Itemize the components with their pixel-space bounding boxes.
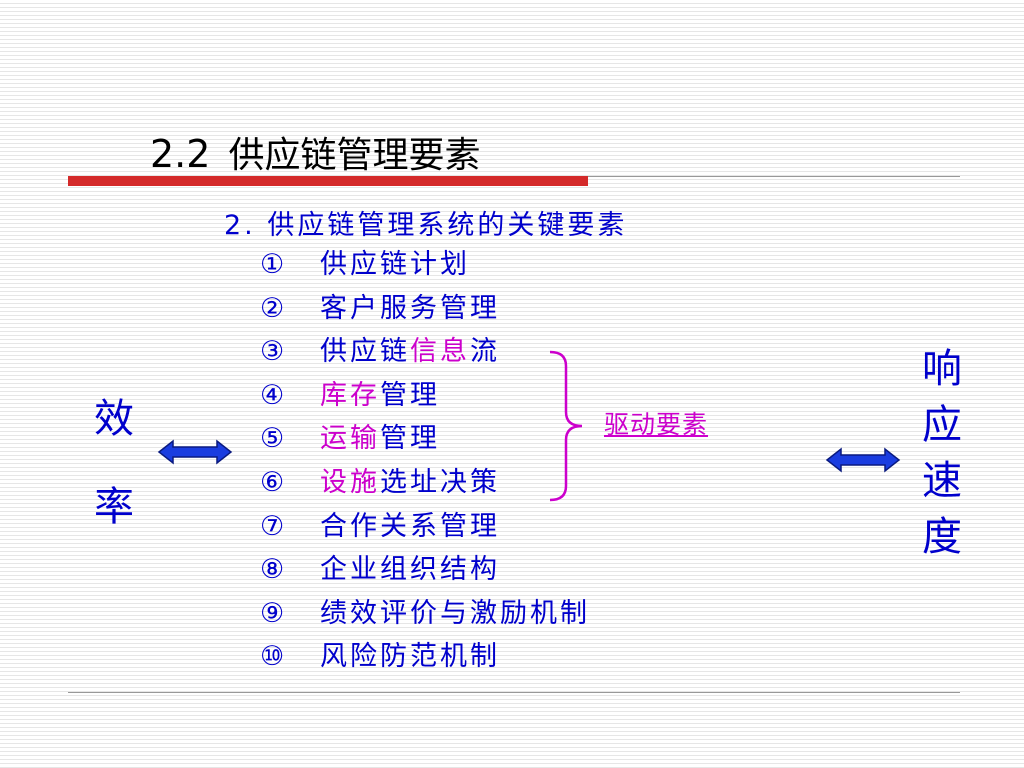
double-arrow-icon <box>825 447 901 473</box>
driver-label: 驱动要素 <box>604 410 709 439</box>
efficiency-char: 效 <box>94 396 134 442</box>
response-char: 响 <box>922 346 962 392</box>
right-brace <box>549 350 583 502</box>
item-marker: ⑩ <box>260 641 288 673</box>
item-text-highlight: 设施 <box>320 467 380 498</box>
bottom-rule <box>68 692 960 693</box>
slide-title: 2.2 供应链管理要素 <box>150 126 480 178</box>
item-text: 选址决策 <box>380 467 500 498</box>
list-item: ⑤ 运输管理 <box>260 419 440 459</box>
item-text: 客户服务管理 <box>320 292 500 324</box>
item-marker: ① <box>260 249 288 280</box>
item-marker: ④ <box>260 379 288 411</box>
item-text: 供应链 <box>320 336 410 368</box>
item-marker: ⑤ <box>260 423 288 455</box>
title-text: 供应链管理要素 <box>228 135 481 176</box>
response-char: 速 <box>922 458 962 504</box>
item-marker: ② <box>260 292 288 324</box>
title-number: 2.2 <box>150 132 211 176</box>
item-text: 供应链计划 <box>320 249 470 280</box>
item-text: 合作关系管理 <box>320 510 500 542</box>
item-text: 流 <box>470 336 500 368</box>
item-marker: ⑨ <box>260 597 288 629</box>
item-text: 管理 <box>380 379 440 411</box>
title-red-bar <box>68 176 588 186</box>
list-item: ④ 库存管理 <box>260 376 440 416</box>
response-char: 度 <box>922 514 962 560</box>
list-item: ⑥ 设施选址决策 <box>260 463 500 503</box>
item-text-highlight: 信息 <box>410 336 470 368</box>
item-marker: ③ <box>260 336 288 368</box>
item-marker: ⑥ <box>260 467 288 498</box>
list-item: ⑦ 合作关系管理 <box>260 507 500 547</box>
item-text: 风险防范机制 <box>320 641 500 673</box>
item-text-highlight: 运输 <box>320 423 380 455</box>
list-item: ⑧ 企业组织结构 <box>260 550 500 590</box>
item-marker: ⑧ <box>260 554 288 586</box>
list-item: ① 供应链计划 <box>260 245 470 285</box>
list-item: ⑩ 风险防范机制 <box>260 637 500 677</box>
double-arrow-icon <box>157 439 233 465</box>
efficiency-char: 率 <box>94 484 134 530</box>
response-speed-label: 响 应 速 度 <box>918 336 966 560</box>
list-item: ③ 供应链信息流 <box>260 332 500 372</box>
list-item: ⑨ 绩效评价与激励机制 <box>260 594 590 634</box>
section-heading: 2. 供应链管理系统的关键要素 <box>224 210 628 241</box>
item-text: 企业组织结构 <box>320 554 500 586</box>
response-char: 应 <box>922 402 962 448</box>
title-rule <box>588 176 960 177</box>
efficiency-label: 效 率 <box>90 386 138 562</box>
item-text: 管理 <box>380 423 440 455</box>
item-text: 绩效评价与激励机制 <box>320 597 590 629</box>
item-marker: ⑦ <box>260 510 288 542</box>
list-item: ② 客户服务管理 <box>260 289 500 329</box>
item-text-highlight: 库存 <box>320 379 380 411</box>
